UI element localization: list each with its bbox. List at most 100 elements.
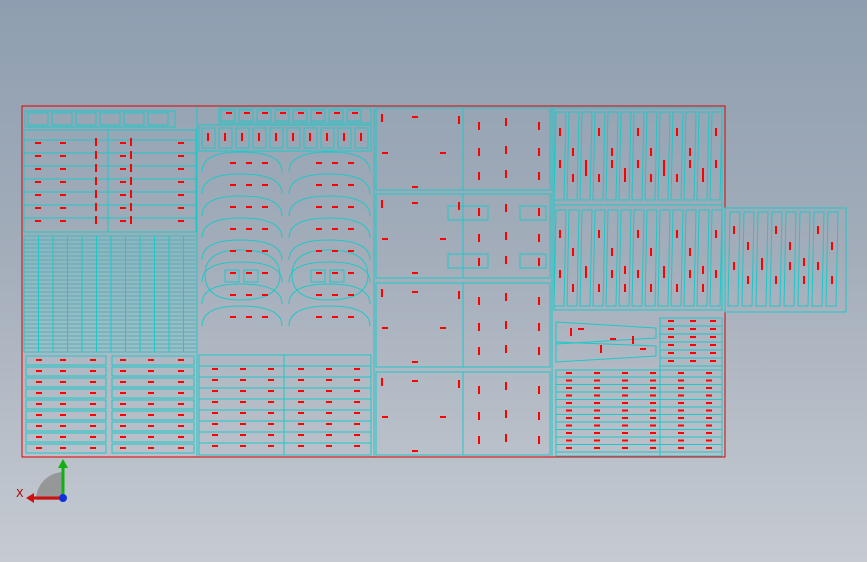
mark-horizontal bbox=[120, 142, 126, 144]
stacked-part bbox=[111, 388, 195, 399]
part-marks bbox=[35, 112, 833, 452]
mark-horizontal bbox=[60, 425, 66, 427]
mark-horizontal bbox=[566, 447, 572, 449]
mark-horizontal bbox=[706, 402, 712, 404]
mark-horizontal bbox=[650, 417, 656, 419]
mark-horizontal bbox=[60, 181, 66, 183]
mark-vertical bbox=[241, 133, 243, 141]
mark-horizontal bbox=[710, 320, 716, 322]
mark-horizontal bbox=[622, 447, 628, 449]
mark-horizontal bbox=[178, 447, 184, 449]
mark-horizontal bbox=[594, 417, 600, 419]
mark-horizontal bbox=[298, 368, 304, 370]
mark-vertical bbox=[585, 168, 587, 176]
mark-horizontal bbox=[262, 294, 268, 296]
mark-horizontal bbox=[332, 206, 338, 208]
mark-horizontal bbox=[690, 352, 696, 354]
mark-horizontal bbox=[326, 445, 332, 447]
arch-part bbox=[288, 217, 371, 239]
mark-horizontal bbox=[120, 403, 126, 405]
arch-part bbox=[288, 283, 371, 305]
mark-vertical bbox=[478, 122, 480, 130]
mark-horizontal bbox=[60, 155, 66, 157]
mark-vertical bbox=[650, 284, 652, 292]
mark-vertical bbox=[95, 203, 97, 211]
y-axis-arrowhead bbox=[58, 459, 68, 468]
mark-horizontal bbox=[440, 327, 446, 329]
mark-vertical bbox=[789, 262, 791, 270]
mark-horizontal bbox=[348, 162, 354, 164]
mark-horizontal bbox=[240, 412, 246, 414]
mark-horizontal bbox=[412, 380, 418, 382]
mark-vertical bbox=[559, 270, 561, 278]
mark-horizontal bbox=[212, 423, 218, 425]
mark-horizontal bbox=[240, 390, 246, 392]
mark-horizontal bbox=[348, 272, 354, 274]
mark-vertical bbox=[505, 170, 507, 178]
mark-horizontal bbox=[412, 186, 418, 188]
mark-vertical bbox=[803, 258, 805, 266]
window bbox=[310, 269, 326, 283]
taper-part bbox=[709, 111, 723, 201]
stacked-part bbox=[25, 399, 107, 410]
mark-horizontal bbox=[120, 425, 126, 427]
mark-vertical bbox=[663, 160, 665, 168]
mark-vertical bbox=[585, 160, 587, 168]
mark-vertical bbox=[747, 276, 749, 284]
mark-horizontal bbox=[298, 445, 304, 447]
slot-part bbox=[201, 127, 216, 149]
stacked-part bbox=[111, 377, 195, 388]
mark-horizontal bbox=[35, 168, 41, 170]
mark-horizontal bbox=[650, 372, 656, 374]
taper-part bbox=[683, 111, 697, 201]
mark-vertical bbox=[572, 174, 574, 182]
mark-vertical bbox=[95, 216, 97, 224]
mark-horizontal bbox=[354, 423, 360, 425]
mark-horizontal bbox=[36, 414, 42, 416]
mark-vertical bbox=[381, 114, 383, 122]
mark-horizontal bbox=[710, 352, 716, 354]
mark-horizontal bbox=[678, 387, 684, 389]
mark-vertical bbox=[478, 172, 480, 180]
small-part bbox=[238, 109, 254, 122]
mark-vertical bbox=[702, 168, 704, 176]
mark-horizontal bbox=[412, 450, 418, 452]
mark-horizontal bbox=[148, 447, 154, 449]
mark-vertical bbox=[538, 297, 540, 305]
mark-vertical bbox=[130, 151, 132, 159]
mark-horizontal bbox=[678, 432, 684, 434]
mark-vertical bbox=[598, 230, 600, 238]
mark-vertical bbox=[624, 284, 626, 292]
mark-horizontal bbox=[148, 436, 154, 438]
mark-horizontal bbox=[690, 344, 696, 346]
mark-horizontal bbox=[120, 447, 126, 449]
mark-horizontal bbox=[594, 439, 600, 442]
mark-horizontal bbox=[690, 336, 696, 338]
taper-part bbox=[683, 209, 697, 307]
mark-horizontal bbox=[90, 381, 96, 383]
mark-horizontal bbox=[668, 320, 674, 322]
mark-vertical bbox=[676, 128, 678, 136]
mark-horizontal bbox=[262, 316, 268, 318]
mark-vertical bbox=[733, 262, 735, 270]
arch-part bbox=[201, 239, 283, 261]
mark-horizontal bbox=[326, 434, 332, 436]
mark-horizontal bbox=[594, 372, 600, 374]
mark-horizontal bbox=[120, 194, 126, 196]
mark-horizontal bbox=[316, 294, 322, 296]
x-axis-arrowhead bbox=[26, 493, 34, 503]
mark-horizontal bbox=[90, 425, 96, 427]
mark-vertical bbox=[505, 410, 507, 418]
mark-vertical bbox=[538, 436, 540, 444]
taper-part bbox=[592, 111, 606, 201]
mark-vertical bbox=[478, 258, 480, 266]
mark-vertical bbox=[538, 412, 540, 420]
mark-vertical bbox=[803, 276, 805, 284]
mark-vertical bbox=[381, 378, 383, 386]
slot-part bbox=[218, 127, 233, 149]
mark-horizontal bbox=[246, 206, 252, 208]
mark-horizontal bbox=[262, 250, 268, 252]
mark-vertical bbox=[505, 256, 507, 264]
arch-part bbox=[201, 195, 283, 217]
